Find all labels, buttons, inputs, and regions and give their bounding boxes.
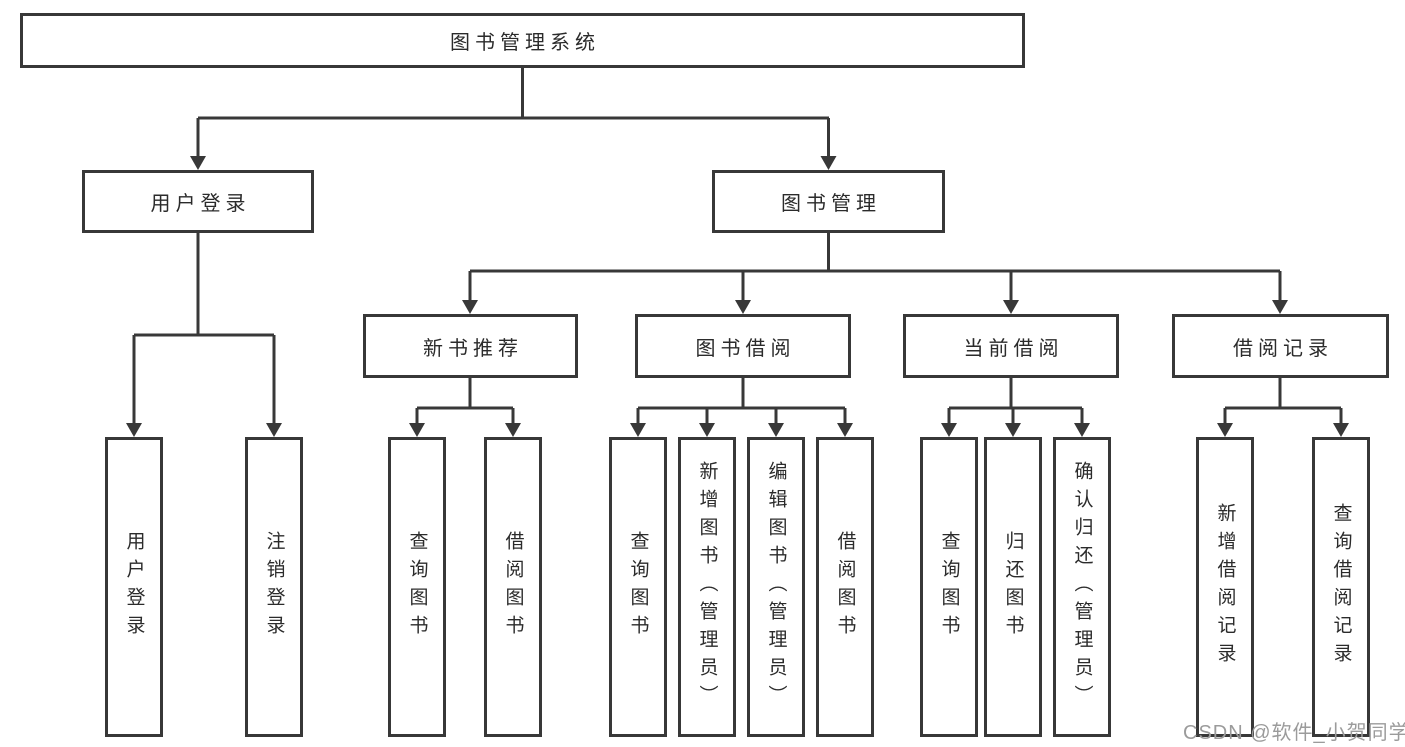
node-label: 借阅图书 bbox=[834, 531, 856, 643]
node-label: 注销登录 bbox=[263, 531, 285, 643]
node-label: 图书管理系统 bbox=[450, 32, 600, 54]
leaf-add-borrow-record: 新增借阅记录 bbox=[1196, 437, 1254, 737]
node-label: 确认归还（管理员） bbox=[1071, 461, 1093, 713]
node-user-login: 用户登录 bbox=[82, 170, 314, 233]
node-label: 新增借阅记录 bbox=[1214, 503, 1236, 671]
leaf-edit-book-admin: 编辑图书（管理员） bbox=[747, 437, 805, 737]
node-label: 借阅图书 bbox=[502, 531, 524, 643]
node-label: 新增图书（管理员） bbox=[696, 461, 718, 713]
leaf-logout: 注销登录 bbox=[245, 437, 303, 737]
leaf-query-books-current: 查询图书 bbox=[920, 437, 978, 737]
leaf-add-book-admin: 新增图书（管理员） bbox=[678, 437, 736, 737]
node-label: 当前借阅 bbox=[963, 337, 1064, 360]
node-borrow-records: 借阅记录 bbox=[1172, 314, 1389, 378]
node-label: 图书借阅 bbox=[695, 337, 796, 360]
node-book-borrow: 图书借阅 bbox=[635, 314, 851, 378]
node-current-borrow: 当前借阅 bbox=[903, 314, 1119, 378]
node-label: 归还图书 bbox=[1002, 531, 1024, 643]
csdn-watermark: CSDN @软件_小贺同学 bbox=[1183, 722, 1405, 744]
leaf-query-books-recommend: 查询图书 bbox=[388, 437, 446, 737]
node-label: 图书管理 bbox=[781, 193, 881, 215]
leaf-return-book: 归还图书 bbox=[984, 437, 1042, 737]
node-book-management: 图书管理 bbox=[712, 170, 945, 233]
node-new-book-recommend: 新书推荐 bbox=[363, 314, 578, 378]
node-label: 查询图书 bbox=[406, 531, 428, 643]
leaf-user-login: 用户登录 bbox=[105, 437, 163, 737]
leaf-query-borrow-record: 查询借阅记录 bbox=[1312, 437, 1370, 737]
node-library-system: 图书管理系统 bbox=[20, 13, 1025, 68]
node-label: 新书推荐 bbox=[423, 337, 523, 360]
leaf-borrow-books: 借阅图书 bbox=[816, 437, 874, 737]
node-label: 查询图书 bbox=[627, 531, 649, 643]
leaf-borrow-books-recommend: 借阅图书 bbox=[484, 437, 542, 737]
node-label: 用户登录 bbox=[150, 193, 251, 215]
leaf-confirm-return-admin: 确认归还（管理员） bbox=[1053, 437, 1111, 737]
node-label: 查询图书 bbox=[938, 531, 960, 643]
node-label: 查询借阅记录 bbox=[1330, 503, 1352, 671]
node-label: 借阅记录 bbox=[1233, 337, 1333, 360]
node-label: 用户登录 bbox=[123, 531, 145, 643]
node-label: 编辑图书（管理员） bbox=[765, 461, 787, 713]
leaf-query-books-borrow: 查询图书 bbox=[609, 437, 667, 737]
